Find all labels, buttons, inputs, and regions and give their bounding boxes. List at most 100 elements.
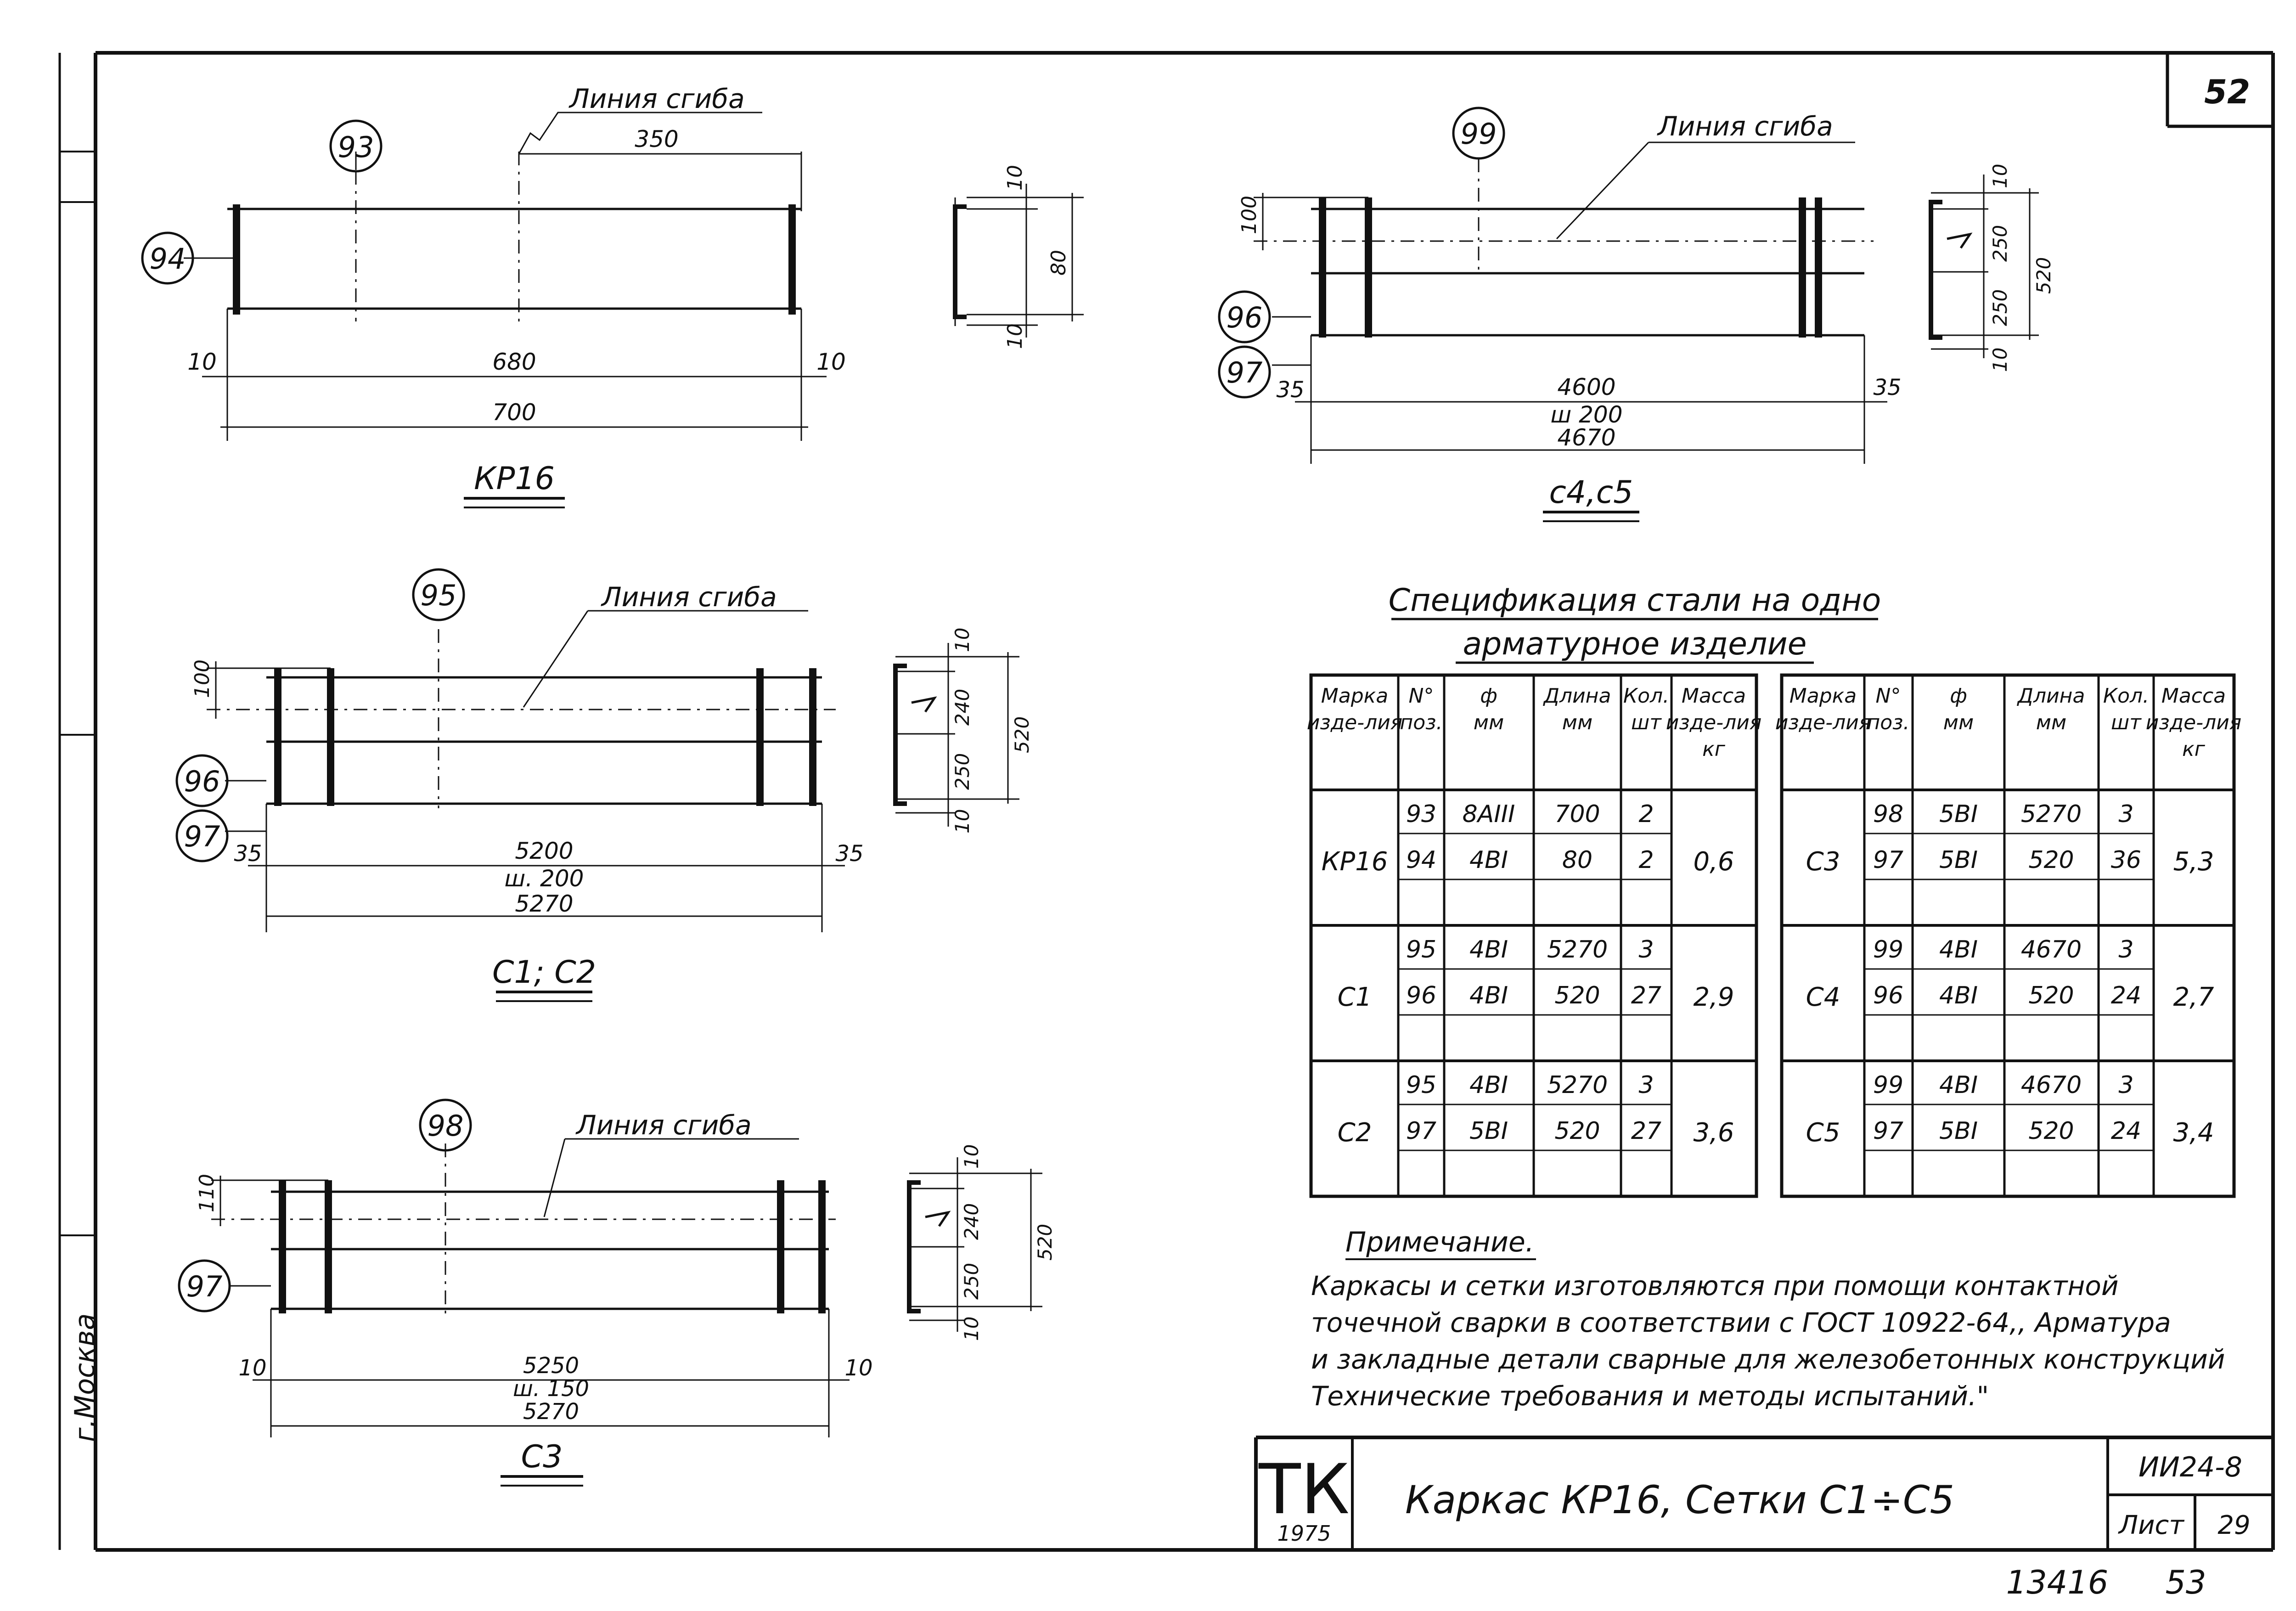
left-table-cell-2-1-3: 27 — [1631, 1117, 1661, 1145]
c1c2-section-dim-5: 520 — [1011, 716, 1033, 753]
spec-title-line1: Спецификация стали на одно — [1389, 582, 1881, 619]
left-table-cell-0-0-0: 93 — [1406, 800, 1436, 828]
c3-pos-98: 98 — [428, 1109, 464, 1143]
c4c5-pos-97: 97 — [1227, 356, 1263, 389]
drawing-c1c2 — [175, 568, 1019, 932]
drawing-c3 — [178, 1098, 1042, 1437]
sheet-label: Лист — [2118, 1510, 2184, 1540]
drawing-kr16 — [141, 112, 1084, 441]
right-table-cell-0-1-0: 97 — [1873, 846, 1903, 874]
left-table-mass-1: 2,9 — [1693, 982, 1734, 1012]
note-heading: Примечание. — [1345, 1226, 1534, 1258]
bottom-number-left: 13416 — [2006, 1564, 2109, 1601]
right-table-cell-2-0-0: 99 — [1873, 1071, 1903, 1099]
left-table-cell-1-0-2: 5270 — [1547, 936, 1608, 963]
right-table-cell-1-1-2: 520 — [2028, 982, 2074, 1009]
left-table-cell-1-1-2: 520 — [1554, 982, 1600, 1009]
right-table-cell-2-0-3: 3 — [2118, 1071, 2133, 1099]
c4c5-section-dim-3: 250 — [1989, 289, 2011, 326]
left-table-cell-1-1-3: 27 — [1631, 982, 1661, 1009]
c3-section-dim-2: 240 — [960, 1203, 983, 1240]
c1c2-dim-100: 100 — [191, 659, 214, 698]
right-table-mass-2: 3,4 — [2173, 1118, 2214, 1148]
left-table-cell-0-1-2: 80 — [1562, 846, 1593, 874]
kr16-section-dim-top: 10 — [1003, 165, 1027, 191]
c1c2-dim-35-left: 35 — [234, 841, 262, 867]
c3-label: С3 — [521, 1439, 563, 1475]
c4c5-dim-4670: 4670 — [1557, 424, 1615, 451]
kr16-dim-680: 680 — [492, 349, 536, 375]
c1c2-section-dim-1: 10 — [951, 628, 974, 652]
left-table-cell-2-1-0: 97 — [1406, 1117, 1436, 1145]
c4c5-pos-96: 96 — [1227, 301, 1263, 334]
c1c2-section-dim-4: 10 — [951, 809, 974, 834]
right-table-cell-2-1-1: 5ВI — [1939, 1117, 1978, 1145]
right-table-cell-1-0-0: 99 — [1873, 936, 1903, 963]
kr16-dim-350: 350 — [635, 126, 678, 152]
left-table-header-4: Кол.шт — [1623, 684, 1669, 734]
c3-section-dim-5: 520 — [1034, 1224, 1056, 1261]
bottom-number-right: 53 — [2165, 1564, 2206, 1601]
c3-dim-5270: 5270 — [523, 1399, 579, 1425]
right-table-cell-0-0-1: 5ВI — [1939, 800, 1978, 828]
left-table-cell-1-0-0: 95 — [1406, 936, 1436, 963]
left-table-mark-0: КР16 — [1322, 847, 1388, 877]
right-table-mark-0: С3 — [1806, 847, 1840, 877]
c1c2-pos-95: 95 — [421, 579, 457, 612]
right-table-cell-0-1-3: 36 — [2111, 846, 2141, 874]
right-table-cell-0-0-0: 98 — [1873, 800, 1903, 828]
c4c5-section-dim-1: 10 — [1989, 164, 2011, 188]
kr16-pos-93: 93 — [338, 130, 374, 164]
c3-bend-line-label: Линия сгиба — [575, 1110, 752, 1141]
c4c5-bend-line-label: Линия сгиба — [1657, 111, 1833, 142]
c1c2-section-dim-3: 250 — [951, 753, 974, 790]
right-table-cell-0-0-2: 5270 — [2021, 800, 2082, 828]
kr16-pos-94: 94 — [150, 242, 186, 276]
c4c5-label: с4,с5 — [1549, 474, 1633, 511]
c3-dim-10-left: 10 — [238, 1355, 266, 1381]
c4c5-pos-99: 99 — [1461, 117, 1497, 151]
right-table-cell-2-0-1: 4ВI — [1939, 1071, 1978, 1099]
left-table-cell-1-0-3: 3 — [1638, 936, 1654, 963]
left-table-cell-0-1-0: 94 — [1406, 846, 1436, 874]
c1c2-pos-96: 96 — [184, 765, 220, 798]
spec-title-line2: арматурное изделие — [1463, 626, 1806, 662]
right-table-mass-0: 5,3 — [2173, 847, 2214, 877]
kr16-dim-10-left: 10 — [187, 349, 217, 375]
right-table-cell-1-1-1: 4ВI — [1939, 982, 1978, 1009]
note-line-2: точечной сварки в соответствии с ГОСТ 10… — [1311, 1307, 2171, 1338]
right-table-mark-2: С5 — [1806, 1118, 1840, 1148]
left-table-cell-1-1-1: 4ВI — [1469, 982, 1508, 1009]
sheet-code: ИИ24-8 — [2138, 1451, 2242, 1483]
note-line-1: Каркасы и сетки изготовляются при помощи… — [1311, 1270, 2119, 1301]
c4c5-section-dim-4: 10 — [1989, 348, 2011, 372]
c4c5-section-dim-2: 250 — [1989, 225, 2011, 262]
note-line-4: Технические требования и методы испытани… — [1311, 1380, 1989, 1412]
c1c2-pos-97: 97 — [184, 820, 220, 853]
sheet-title: Каркас КР16, Сетки С1÷С5 — [1405, 1477, 1954, 1522]
c3-dim-5250: 5250 — [523, 1353, 579, 1379]
left-table-cell-2-0-1: 4ВI — [1469, 1071, 1508, 1099]
right-table-cell-2-1-3: 24 — [2111, 1117, 2141, 1145]
left-table-mark-1: С1 — [1338, 982, 1372, 1012]
right-table-cell-1-0-2: 4670 — [2021, 936, 2082, 963]
left-table-cell-0-1-1: 4ВI — [1469, 846, 1508, 874]
right-table-mark-1: С4 — [1806, 982, 1840, 1012]
c1c2-dim-spacing: ш. 200 — [505, 865, 584, 892]
c3-section-dim-1: 10 — [960, 1144, 983, 1169]
spec-table-right — [1780, 673, 2236, 1198]
c4c5-dim-spacing: ш 200 — [1550, 401, 1622, 428]
kr16-section-dim-bot: 10 — [1003, 323, 1027, 349]
left-table-cell-2-0-3: 3 — [1638, 1071, 1654, 1099]
left-table-mass-2: 3,6 — [1693, 1118, 1734, 1148]
stamp-year: 1975 — [1277, 1521, 1331, 1546]
left-table-header-1: N°поз. — [1400, 684, 1442, 734]
c4c5-dim-35-left: 35 — [1276, 377, 1304, 403]
c3-pos-97: 97 — [186, 1270, 223, 1303]
